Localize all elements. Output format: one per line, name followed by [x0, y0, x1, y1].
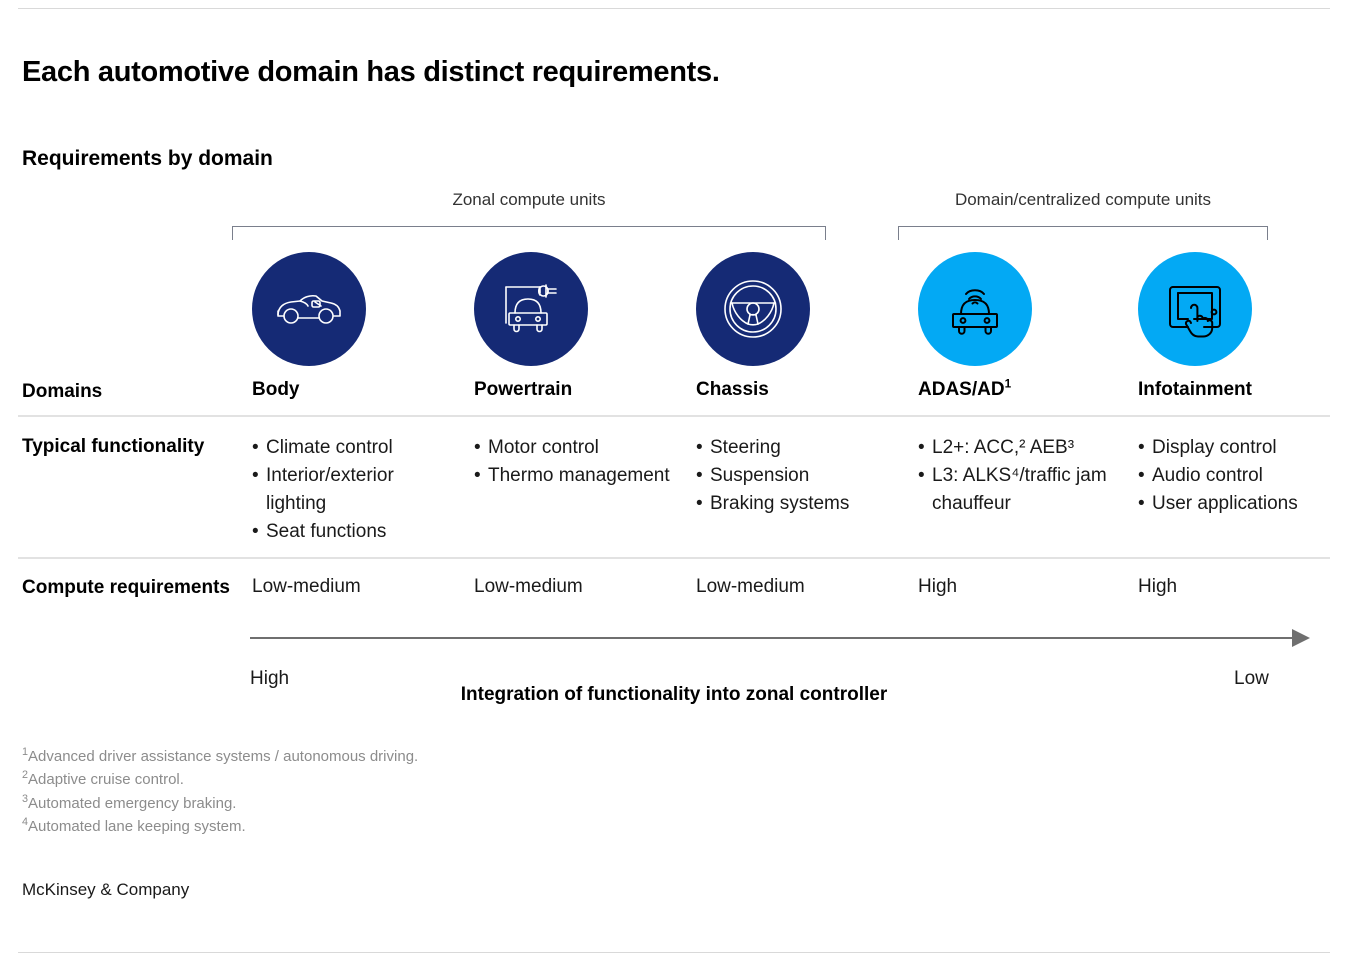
- group-label-centralized: Domain/centralized compute units: [954, 190, 1212, 209]
- group-bracket-centralized: [898, 226, 1268, 240]
- section-subtitle: Requirements by domain: [22, 147, 273, 170]
- compute-value-infotainment: High: [1138, 576, 1178, 597]
- top-rule: [18, 8, 1330, 9]
- functionality-list-adas-ad: L2+: ACC,² AEB³ L3: ALKS⁴/traffic jam ch…: [918, 434, 1118, 518]
- list-item: Braking systems: [696, 490, 901, 518]
- steering-wheel-icon: [721, 277, 785, 341]
- domain-name-text: Chassis: [696, 379, 769, 400]
- compute-value-powertrain: Low-medium: [474, 576, 583, 597]
- functionality-list-body: Climate control Interior/exterior lighti…: [252, 434, 452, 546]
- row-label-domains: Domains: [22, 381, 103, 402]
- domain-name-text: Powertrain: [474, 379, 573, 400]
- group-label-zonal: Zonal compute units: [452, 190, 606, 209]
- row-label-compute-requirements: Compute requirements: [22, 577, 230, 598]
- footnote-1: 1Advanced driver assistance systems / au…: [22, 745, 418, 768]
- domain-icon-chassis: [696, 252, 810, 366]
- electric-car-plug-icon: [498, 281, 564, 337]
- compute-value-chassis: Low-medium: [696, 576, 805, 597]
- list-item: Display control: [1138, 434, 1343, 462]
- footnote-text: Advanced driver assistance systems / aut…: [28, 748, 419, 765]
- functionality-list-powertrain: Motor control Thermo management: [474, 434, 674, 490]
- domain-name-chassis: Chassis: [696, 379, 769, 401]
- list-item: L3: ALKS⁴/traffic jam chauffeur: [918, 462, 1118, 518]
- domain-icon-adas-ad: [918, 252, 1032, 366]
- footnote-4: 4Automated lane keeping system.: [22, 815, 418, 838]
- domain-icon-infotainment: [1138, 252, 1252, 366]
- axis-label-low: Low: [1234, 668, 1269, 689]
- list-item: Steering: [696, 434, 901, 462]
- functionality-list-infotainment: Display control Audio control User appli…: [1138, 434, 1343, 518]
- list-item: User applications: [1138, 490, 1343, 518]
- row-label-typical-functionality: Typical functionality: [22, 436, 205, 457]
- axis-caption: Integration of functionality into zonal …: [460, 684, 888, 705]
- connected-car-signal-icon: [944, 280, 1006, 338]
- domain-icon-body: [252, 252, 366, 366]
- integration-axis-arrowhead-icon: [1292, 629, 1310, 647]
- footnote-2: 2Adaptive cruise control.: [22, 768, 418, 791]
- footnote-marker: 2: [22, 769, 29, 782]
- domain-name-infotainment: Infotainment: [1138, 379, 1252, 401]
- divider-functionality: [18, 557, 1330, 559]
- footnote-3: 3Automated emergency braking.: [22, 792, 418, 815]
- footnote-marker: 3: [22, 792, 29, 805]
- footnote-marker: 1: [22, 746, 29, 758]
- footnote-text: Automated emergency braking.: [28, 794, 237, 812]
- domain-name-text: ADAS/AD: [918, 379, 1005, 400]
- compute-value-adas-ad: High: [918, 576, 958, 597]
- page-title: Each automotive domain has distinct requ…: [22, 56, 720, 88]
- integration-axis-line: [250, 637, 1298, 639]
- footnote-text: Adaptive cruise control.: [28, 771, 184, 789]
- functionality-list-chassis: Steering Suspension Braking systems: [696, 434, 901, 518]
- domain-icon-powertrain: [474, 252, 588, 366]
- list-item: Motor control: [474, 434, 674, 462]
- list-item: Interior/exterior lighting: [252, 462, 452, 518]
- group-bracket-zonal: [232, 226, 826, 240]
- divider-domains: [18, 415, 1330, 417]
- footnote-marker: 1: [1004, 377, 1012, 391]
- domain-name-text: Body: [252, 379, 300, 400]
- footnote-marker: 4: [22, 815, 29, 828]
- list-item: Audio control: [1138, 462, 1343, 490]
- list-item: L2+: ACC,² AEB³: [918, 434, 1118, 462]
- domain-name-adas-ad: ADAS/AD1: [918, 377, 1012, 401]
- footnote-text: Automated lane keeping system.: [28, 817, 246, 835]
- list-item: Seat functions: [252, 518, 452, 546]
- compute-value-body: Low-medium: [252, 576, 361, 597]
- domain-name-text: Infotainment: [1138, 379, 1252, 400]
- domain-name-powertrain: Powertrain: [474, 379, 572, 401]
- domain-name-body: Body: [252, 379, 300, 401]
- footnotes: 1Advanced driver assistance systems / au…: [22, 745, 418, 838]
- axis-label-high: High: [250, 668, 290, 689]
- bottom-rule: [18, 952, 1330, 953]
- list-item: Thermo management: [474, 462, 674, 490]
- list-item: Suspension: [696, 462, 901, 490]
- list-item: Climate control: [252, 434, 452, 462]
- convertible-car-icon: [274, 289, 344, 329]
- touchscreen-hand-icon: [1164, 279, 1226, 339]
- brand-mckinsey: McKinsey & Company: [22, 880, 190, 899]
